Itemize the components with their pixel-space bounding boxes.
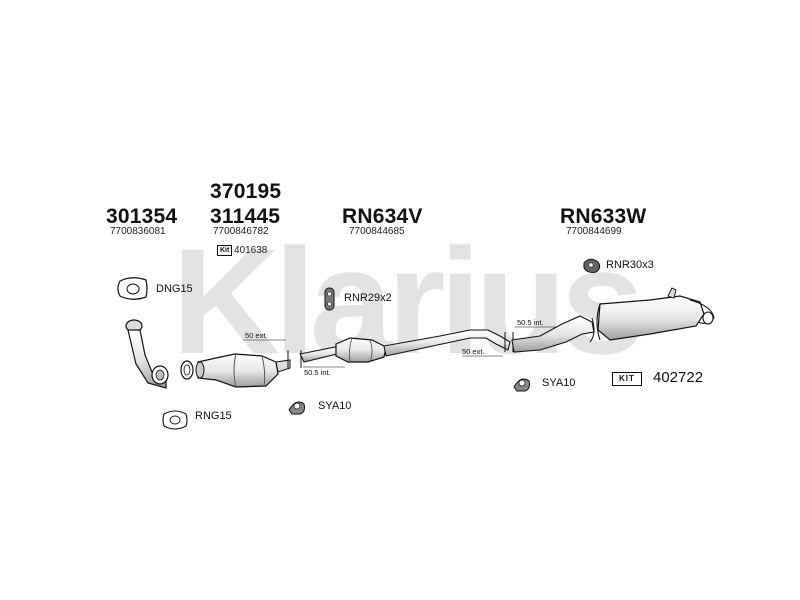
rear-silencer-rn633w [511, 287, 715, 353]
label-rnr30x3: RNR30x3 [606, 259, 654, 271]
oem-7700846782: 7700846782 [213, 226, 269, 237]
joint-1-ext-label: 50 ext. [245, 331, 268, 340]
joint-2-int-label: 50.5 int. [517, 318, 544, 327]
label-sya10-left: SYA10 [318, 400, 352, 412]
part-code-rn633w: RN633W [560, 205, 647, 228]
oem-7700844699: 7700844699 [566, 226, 622, 237]
clamp-sya10-left-icon [288, 401, 305, 415]
gasket-dng15-icon [117, 277, 148, 300]
front-downpipe-301354 [125, 319, 169, 389]
oem-7700844685: 7700844685 [349, 226, 405, 237]
label-rnr29x2: RNR29x2 [344, 292, 392, 304]
kit-number-401638: 401638 [234, 245, 268, 256]
catalytic-converter-311445 [195, 353, 291, 388]
kit-badge: KIT [612, 372, 642, 386]
joint-1-markers [243, 339, 345, 368]
part-code-370195: 370195 [210, 180, 282, 203]
joint-1-int-label: 50.5 int. [304, 368, 331, 377]
label-sya10-right: SYA10 [542, 377, 576, 389]
clamp-sya10-right-icon [513, 378, 530, 392]
kit-number-402722: 402722 [653, 369, 704, 386]
part-code-301354: 301354 [106, 205, 178, 228]
joint-2-ext-label: 50 ext. [462, 347, 485, 356]
rubber-mount-rnr29x2-icon [324, 287, 335, 311]
part-code-rn634v: RN634V [342, 205, 423, 228]
ring-gasket-icon [180, 360, 194, 380]
part-code-311445: 311445 [210, 205, 281, 228]
ring-rng15-icon [162, 410, 188, 430]
centre-section-rn634v [299, 329, 511, 363]
oem-7700836081: 7700836081 [110, 226, 166, 237]
label-dng15: DNG15 [156, 283, 193, 295]
kit-badge-small: Kit [217, 245, 233, 256]
rubber-mount-rnr30x3-icon [583, 258, 601, 273]
label-rng15: RNG15 [195, 410, 232, 422]
